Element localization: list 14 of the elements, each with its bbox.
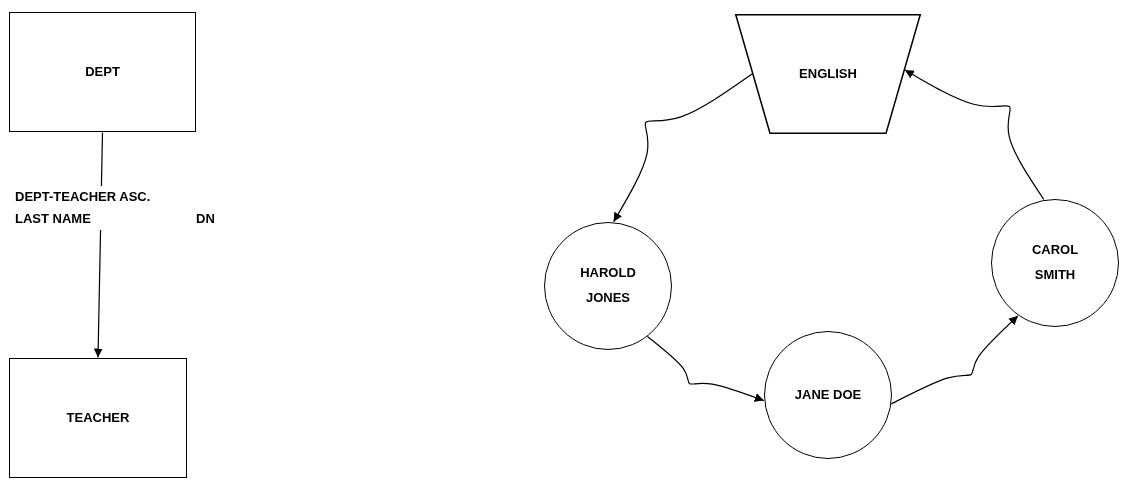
node-label: ENGLISH <box>799 64 857 83</box>
note-label: DN <box>196 210 215 228</box>
owner-trapezoid <box>735 14 921 134</box>
arrow <box>904 69 1045 201</box>
arrow <box>890 315 1019 405</box>
entity-box <box>9 358 187 478</box>
node-label: DEPT <box>85 62 120 81</box>
arrow <box>613 73 753 223</box>
node-label: HAROLD JONES <box>579 264 637 307</box>
node-label: TEACHER <box>66 408 130 427</box>
node-label: CAROL SMITH <box>1030 241 1080 284</box>
node-label: JANE DOE <box>794 385 862 404</box>
arrow <box>646 335 765 402</box>
entity-box <box>9 12 196 132</box>
